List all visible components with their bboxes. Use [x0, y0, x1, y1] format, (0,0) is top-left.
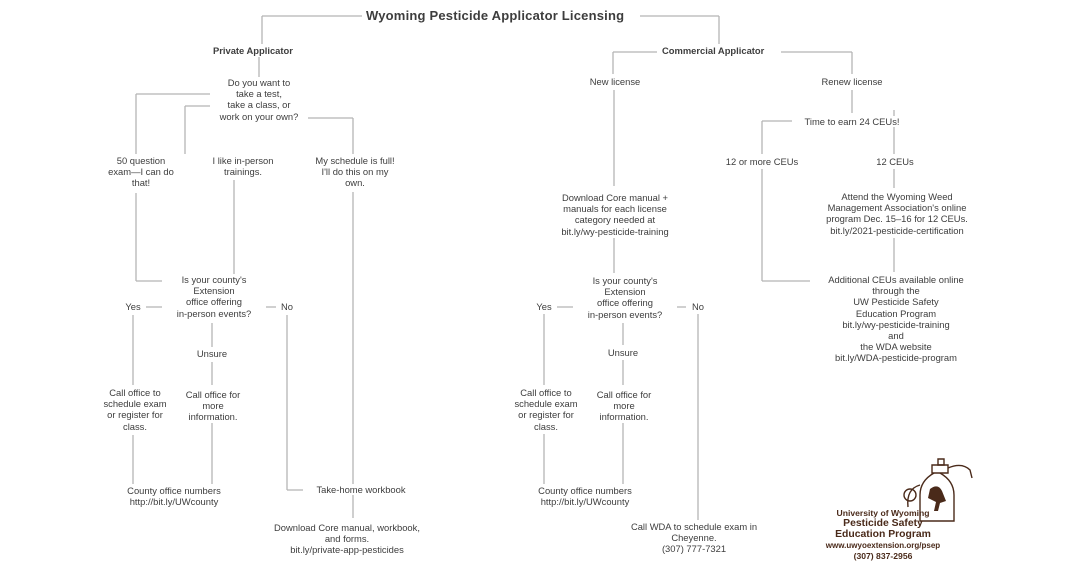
- commercial-county-question-node: Is your county's Extension office offeri…: [573, 275, 677, 320]
- option-test-node: 50 question exam—I can do that!: [101, 155, 181, 189]
- option-own-node: My schedule is full! I'll do this on my …: [300, 155, 410, 189]
- time-to-earn-ceus-node: Time to earn 24 CEUs!: [792, 116, 912, 128]
- call-wda-node: Call WDA to schedule exam in Cheyenne. (…: [612, 521, 776, 555]
- commercial-call-schedule-node: Call office to schedule exam or register…: [506, 387, 586, 432]
- commercial-call-info-node: Call office for more information.: [584, 389, 664, 423]
- new-license-node: New license: [575, 76, 655, 88]
- logo-phone: (307) 837-2956: [853, 551, 913, 561]
- commercial-unsure-label: Unsure: [598, 347, 648, 359]
- commercial-applicator-heading: Commercial Applicator: [659, 45, 768, 57]
- private-unsure-label: Unsure: [187, 348, 237, 360]
- twelve-or-more-ceus-node: 12 or more CEUs: [716, 156, 808, 168]
- option-class-node: I like in-person trainings.: [199, 155, 287, 178]
- sprayer-bottle-bucking-horse-icon: [903, 458, 973, 522]
- private-county-numbers-node: County office numbers http://bit.ly/UWco…: [105, 485, 243, 508]
- psep-logo: University of Wyoming Pesticide Safety E…: [812, 455, 982, 563]
- commercial-county-numbers-node: County office numbers http://bit.ly/UWco…: [516, 485, 654, 508]
- renew-license-node: Renew license: [811, 76, 893, 88]
- download-core-node: Download Core manual + manuals for each …: [539, 192, 691, 237]
- private-call-info-node: Call office for more information.: [173, 389, 253, 423]
- logo-line-pesticide-safety: Pesticide Safety: [843, 518, 923, 529]
- additional-ceus-node: Additional CEUs available online through…: [810, 274, 982, 364]
- private-question-node: Do you want to take a test, take a class…: [210, 77, 308, 122]
- private-yes-label: Yes: [120, 301, 146, 313]
- commercial-yes-label: Yes: [531, 301, 557, 313]
- logo-url[interactable]: www.uwyoextension.org/psep: [825, 541, 941, 550]
- twelve-ceus-node: 12 CEUs: [867, 156, 923, 168]
- page-title: Wyoming Pesticide Applicator Licensing: [362, 8, 629, 24]
- take-home-workbook-node: Take-home workbook: [303, 484, 419, 496]
- logo-line-university: University of Wyoming: [836, 508, 930, 518]
- logo-line-education-program: Education Program: [835, 529, 931, 540]
- commercial-no-label: No: [686, 301, 710, 313]
- private-no-label: No: [276, 301, 298, 313]
- private-applicator-heading: Private Applicator: [210, 45, 296, 57]
- private-county-question-node: Is your county's Extension office offeri…: [162, 274, 266, 319]
- private-download-node: Download Core manual, workbook, and form…: [253, 522, 441, 556]
- private-call-schedule-node: Call office to schedule exam or register…: [95, 387, 175, 432]
- attend-wwma-node: Attend the Wyoming Weed Management Assoc…: [806, 191, 988, 236]
